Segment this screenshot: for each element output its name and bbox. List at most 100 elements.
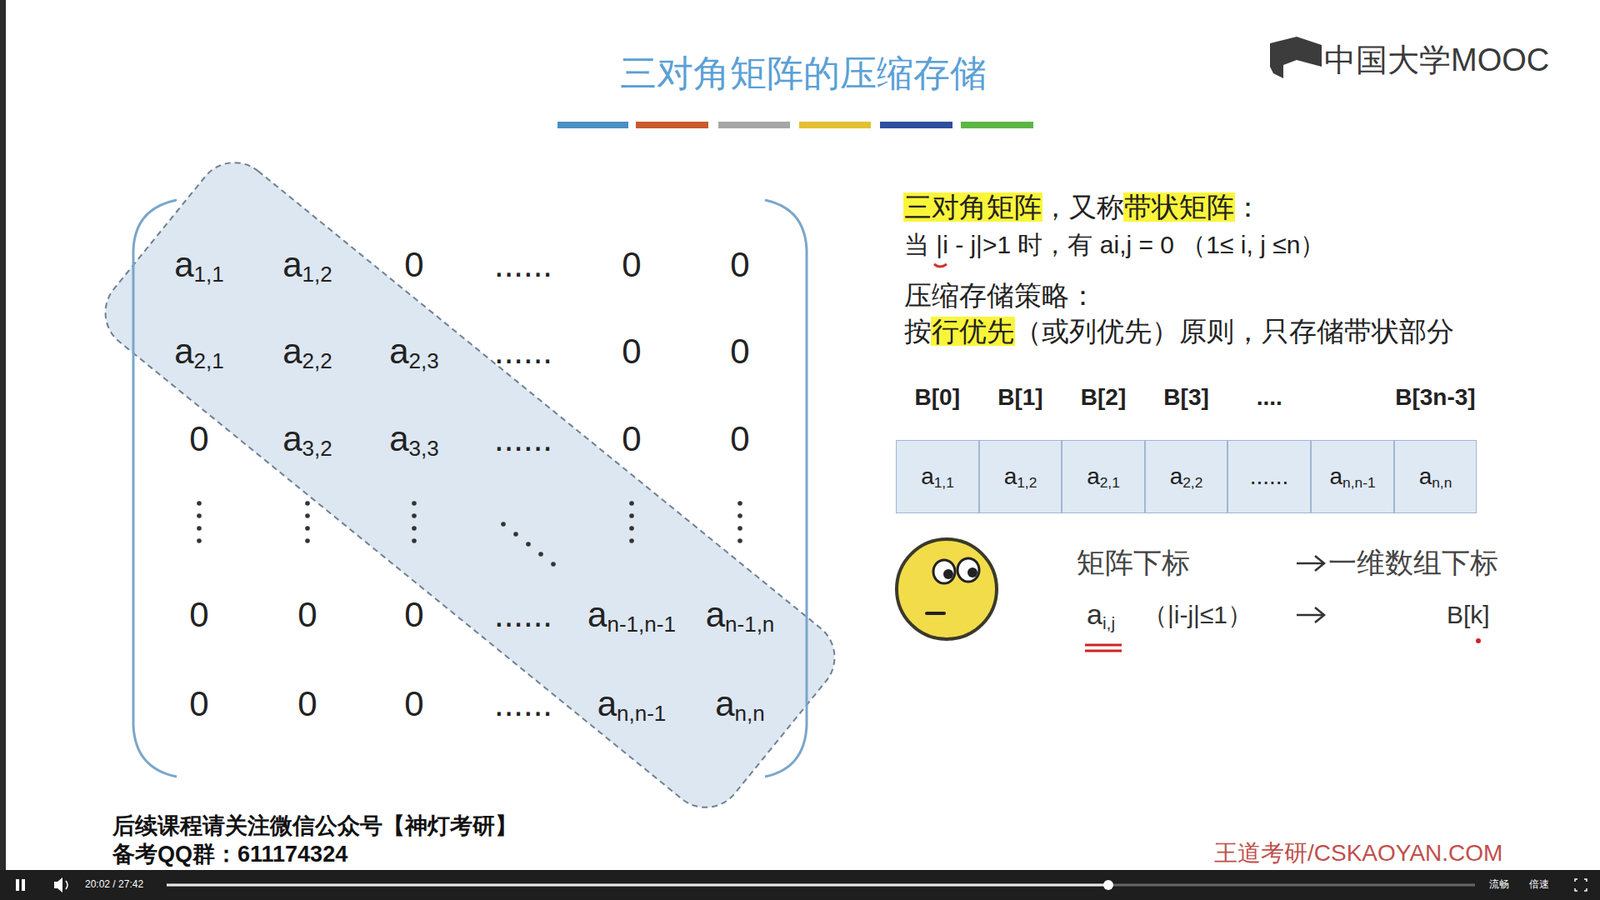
ellipsis-dot xyxy=(411,525,417,531)
face-eye xyxy=(957,558,980,582)
ellipsis-dots xyxy=(196,500,743,567)
matrix-entry: 0 xyxy=(621,245,641,285)
matrix-element: ai,j xyxy=(1086,598,1115,631)
ellipsis-dot xyxy=(538,551,544,557)
text-part: a xyxy=(282,419,302,459)
matrix-entry: 0 xyxy=(189,419,209,460)
text-part: a xyxy=(1004,463,1018,490)
mapping-condition: （|i-j|≤1） xyxy=(1142,600,1253,630)
face-pupil xyxy=(943,569,954,580)
matrix-entry: an,n-1 xyxy=(597,684,667,725)
ellipsis-dot xyxy=(196,513,202,519)
text-subscript: 2,3 xyxy=(409,348,440,374)
watermark: 王道考研/CSKAOYAN.COM xyxy=(1214,840,1503,867)
text-subscript: 2,2 xyxy=(302,348,333,374)
text-highlight xyxy=(930,316,1015,346)
array-index: B[1] xyxy=(997,384,1043,411)
array-cell: ...... xyxy=(1227,440,1311,514)
ellipsis-dot xyxy=(629,538,635,544)
text-subscript: n,n-1 xyxy=(1342,474,1376,491)
red-dot xyxy=(1475,638,1481,644)
ellipsis-dot xyxy=(305,538,310,544)
fullscreen-icon xyxy=(1575,879,1587,891)
matrix-entry: a1,2 xyxy=(282,245,333,285)
ellipsis-dot xyxy=(525,541,531,547)
array-element: B[k] xyxy=(1446,600,1490,630)
text-subscript: 1,1 xyxy=(194,261,225,287)
text-highlight xyxy=(903,192,1043,222)
color-bar xyxy=(718,121,790,129)
array-cell: an,n xyxy=(1394,440,1477,514)
arrow-shaft xyxy=(1296,614,1324,617)
matrix-entry: a3,3 xyxy=(389,419,440,460)
text-part: a xyxy=(920,463,935,490)
cell-text: ...... xyxy=(1250,463,1290,490)
arrow-head xyxy=(1315,607,1325,623)
color-bar xyxy=(635,121,709,129)
matrix-entry: ...... xyxy=(494,595,553,635)
matrix-entry: 0 xyxy=(404,595,424,635)
text-subscript: 3,2 xyxy=(302,435,333,461)
logo-text: 中国大学MOOC xyxy=(1324,42,1550,80)
matrix-entry: a1,1 xyxy=(174,245,225,285)
color-bar xyxy=(799,121,871,129)
pause-icon xyxy=(21,879,25,891)
band-region xyxy=(90,147,850,823)
matrix-entry: 0 xyxy=(730,419,750,460)
text-part: a xyxy=(1419,463,1433,490)
definition-text: 三对角矩阵，又称带状矩阵： xyxy=(904,191,1262,224)
array-index: B[2] xyxy=(1080,384,1126,411)
face-pupil xyxy=(967,567,978,578)
color-bar xyxy=(880,121,953,129)
text-subscript: 2,1 xyxy=(194,348,225,374)
text-part: a xyxy=(1170,463,1184,490)
text-subscript: n-1,n xyxy=(725,611,775,637)
strategy-text: 按行优先（或列优先）原则，只存储带状部分 xyxy=(904,315,1455,348)
ellipsis-dot xyxy=(305,500,310,506)
text-subscript: i,j xyxy=(1102,613,1115,633)
text-part: a xyxy=(705,595,725,635)
logo-icon xyxy=(1270,36,1322,79)
ellipsis-dot xyxy=(196,538,202,544)
mapping-arrow xyxy=(1296,555,1325,571)
face-mouth xyxy=(926,611,945,615)
array-cell: a1,1 xyxy=(895,440,980,514)
arrow-head xyxy=(1315,555,1325,571)
video-control-bar xyxy=(0,870,1600,900)
text-subscript: 1,2 xyxy=(302,261,333,287)
red-underline xyxy=(1085,644,1122,647)
text-part: a xyxy=(389,419,409,459)
text-subscript: n,n-1 xyxy=(616,700,666,726)
text-part: a xyxy=(1086,598,1103,630)
array-index: B[3n-3] xyxy=(1395,384,1475,411)
matrix-entry: 0 xyxy=(730,245,750,285)
ellipsis-dot xyxy=(737,538,743,544)
ellipsis-dot xyxy=(629,500,635,506)
text-subscript: n-1,n-1 xyxy=(606,611,675,637)
text-subscript: 2,1 xyxy=(1100,474,1120,491)
color-bar xyxy=(960,121,1034,129)
red-mark xyxy=(934,264,947,267)
title-color-bars xyxy=(557,121,1034,129)
array-index: B[3] xyxy=(1163,384,1209,411)
array-cell: a2,2 xyxy=(1145,440,1228,514)
text-part: a xyxy=(174,331,194,371)
ellipsis-dot xyxy=(629,525,635,531)
text-part: a xyxy=(282,331,302,371)
slide-title: 三对角矩阵的压缩存储 xyxy=(620,52,987,95)
arrow-shaft xyxy=(1296,562,1324,565)
ellipsis-dot xyxy=(196,500,202,506)
volume-icon xyxy=(54,877,63,893)
matrix-entry: 0 xyxy=(297,595,317,635)
volume-icon xyxy=(65,880,68,890)
ellipsis-dot xyxy=(411,500,417,506)
ellipsis-dot xyxy=(737,513,743,519)
ellipsis-dot xyxy=(500,521,506,527)
cell-text: a2,2 xyxy=(1170,463,1204,490)
matrix-entry: a2,1 xyxy=(174,331,225,372)
text-subscript: n,n xyxy=(735,700,765,726)
matrix-entry: a2,2 xyxy=(282,331,333,372)
ellipsis-dot xyxy=(411,538,417,544)
cell-text: an,n xyxy=(1419,463,1453,490)
matrix-entry: 0 xyxy=(404,684,424,725)
